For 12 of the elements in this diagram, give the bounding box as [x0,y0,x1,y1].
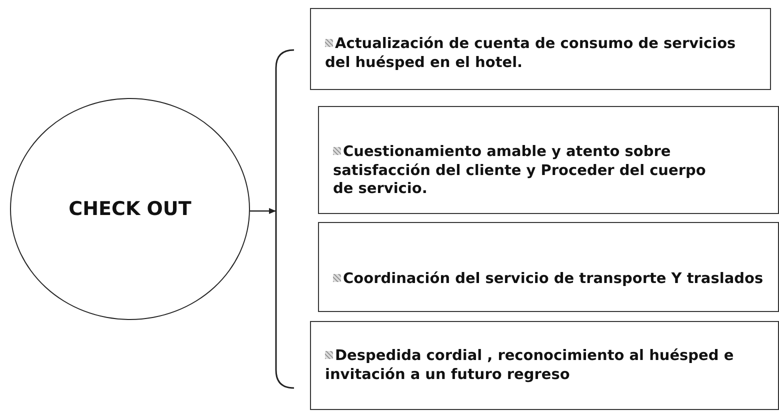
step-box [310,8,771,90]
step-box [318,106,779,214]
node-title: CHECK OUT [68,196,192,222]
step-text: Coordinación del servicio de transporte Y traslados [333,270,764,288]
step-box [310,321,779,410]
step-text: Actualización de cuenta de consumo de servicios del huésped en el hotel. [325,35,737,73]
arrow [250,208,276,214]
step-box [318,222,779,312]
step-text: Despedida cordial , reconocimiento al huésped e invitación a un futuro regreso [325,346,735,384]
step-text: Cuestionamiento amable y atento sobre satisfacción del cliente y Proceder del cuerpo de servicio. [333,142,707,200]
curly-brace [275,49,294,389]
process-circle [10,98,250,320]
